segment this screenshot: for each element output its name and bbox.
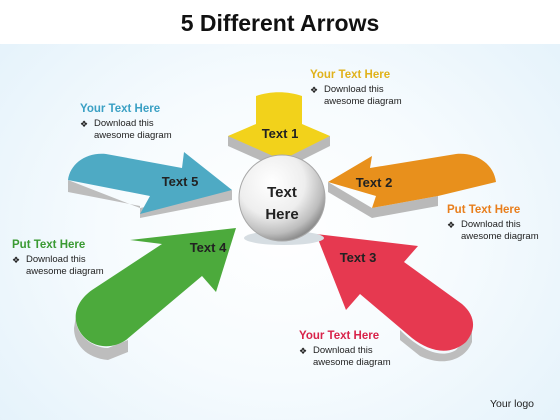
callout-right: Put Text Here ❖ Download this awesome di… bbox=[447, 204, 551, 243]
callout-body: ❖ Download this awesome diagram bbox=[12, 254, 116, 278]
logo-text: Your logo bbox=[490, 398, 534, 410]
arrow-4-side bbox=[74, 316, 128, 360]
callout-left: Put Text Here ❖ Download this awesome di… bbox=[12, 239, 116, 278]
arrow-5-label: Text 5 bbox=[162, 174, 199, 189]
callout-heading: Put Text Here bbox=[447, 204, 521, 216]
center-sphere: Text Here bbox=[238, 154, 326, 245]
callout-top: Your Text Here ❖ Download this awesome d… bbox=[310, 69, 414, 108]
sphere bbox=[238, 154, 326, 242]
callout-text: Download this awesome diagram bbox=[313, 345, 391, 368]
callout-text: Download this awesome diagram bbox=[461, 219, 539, 242]
arrow-3: Text 3 bbox=[316, 234, 474, 362]
arrow-5-shape bbox=[68, 152, 232, 214]
bullet-icon: ❖ bbox=[447, 220, 456, 230]
bullet-icon: ❖ bbox=[299, 346, 308, 356]
arrow-1-label: Text 1 bbox=[262, 126, 299, 141]
callout-text: Download this awesome diagram bbox=[324, 84, 402, 107]
bullet-icon: ❖ bbox=[12, 255, 21, 265]
callout-upper-left: Your Text Here ❖ Download this awesome d… bbox=[80, 103, 184, 142]
bullet-icon: ❖ bbox=[310, 85, 319, 95]
arrow-2-side bbox=[328, 182, 438, 218]
arrow-2: Text 2 bbox=[328, 153, 496, 218]
slide-title: 5 Different Arrows bbox=[180, 10, 380, 36]
title-band bbox=[0, 0, 560, 44]
bullet-icon: ❖ bbox=[80, 119, 89, 129]
arrow-4-shape bbox=[75, 228, 237, 347]
callout-text: Download this awesome diagram bbox=[94, 118, 172, 141]
arrow-4: Text 4 bbox=[74, 228, 237, 360]
arrow-2-label: Text 2 bbox=[356, 175, 393, 190]
center-text-line2: Here bbox=[265, 206, 298, 223]
arrow-3-shape bbox=[316, 234, 474, 351]
callout-body: ❖ Download this awesome diagram bbox=[80, 118, 184, 142]
callout-bottom: Your Text Here ❖ Download this awesome d… bbox=[299, 330, 403, 369]
callout-heading: Put Text Here bbox=[12, 239, 86, 251]
callout-body: ❖ Download this awesome diagram bbox=[447, 219, 551, 243]
arrow-4-label: Text 4 bbox=[190, 240, 227, 255]
callout-text: Download this awesome diagram bbox=[26, 254, 104, 277]
callout-body: ❖ Download this awesome diagram bbox=[299, 345, 403, 369]
center-text-line1: Text bbox=[267, 184, 297, 201]
arrow-2-shape bbox=[328, 153, 496, 208]
arrow-1-shape bbox=[228, 92, 330, 160]
callout-heading: Your Text Here bbox=[80, 103, 161, 115]
callout-heading: Your Text Here bbox=[299, 330, 380, 342]
arrow-5: Text 5 bbox=[68, 152, 232, 218]
callout-heading: Your Text Here bbox=[310, 69, 391, 81]
callout-body: ❖ Download this awesome diagram bbox=[310, 84, 414, 108]
arrow-3-label: Text 3 bbox=[340, 250, 377, 265]
arrow-3-side bbox=[400, 330, 472, 362]
arrow-1: Text 1 bbox=[228, 92, 330, 170]
